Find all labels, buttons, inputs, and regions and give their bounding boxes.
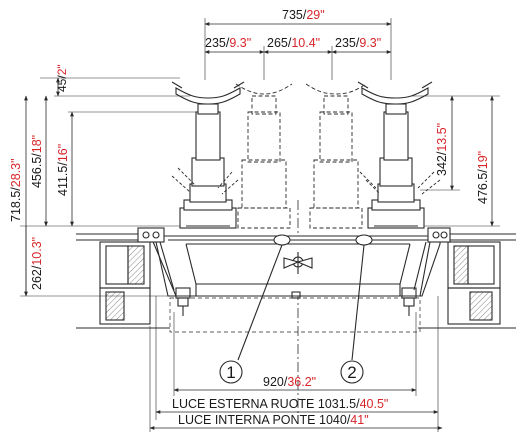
dimension-labels: 735/29" 235/9.3" 265/10.4" 235/9.3" 45/2… xyxy=(9,8,490,427)
callout-circle-1 xyxy=(219,360,243,384)
dim-label-735: 735/29" xyxy=(282,8,325,22)
dim-label-7185: 718.5/28.3" xyxy=(9,158,23,222)
callout-number-1: 1 xyxy=(226,363,235,382)
control-button-left xyxy=(273,234,291,246)
beam-body xyxy=(149,235,441,299)
dim-label-920: 920/36.2" xyxy=(263,375,316,389)
dim-label-ruote: LUCE ESTERNA RUOTE 1031.5/40.5" xyxy=(172,397,388,411)
callout-number-2: 2 xyxy=(347,363,356,382)
jack-right xyxy=(357,81,433,229)
runway-box-right xyxy=(447,241,501,325)
dim-label-4565: 456.5/18" xyxy=(30,135,44,188)
dim-label-235-right: 235/9.3" xyxy=(335,36,381,50)
lower-outline-dashed xyxy=(169,297,421,333)
ghost-jack-center-left xyxy=(235,83,293,229)
control-button-right xyxy=(355,234,373,246)
roller-left xyxy=(175,287,191,316)
dim-label-45: 45/2" xyxy=(55,64,69,92)
dim-label-265: 265/10.4" xyxy=(267,36,320,50)
ghost-arm-right xyxy=(359,171,441,195)
dim-label-235-left: 235/9.3" xyxy=(205,36,251,50)
callout-circle-2 xyxy=(340,360,364,384)
ghost-arm-left xyxy=(171,167,239,195)
dim-label-ponte: LUCE INTERNA PONTE 1040/41" xyxy=(178,413,369,427)
callout-leader-1 xyxy=(237,244,283,361)
dim-label-4115: 411.5/16" xyxy=(56,144,70,196)
dim-label-262: 262/10.3" xyxy=(30,237,44,290)
structure xyxy=(20,18,516,432)
ghost-jack-center-right xyxy=(305,83,367,229)
dim-label-4765: 476.5/19" xyxy=(476,151,490,204)
jack-left xyxy=(171,81,245,229)
center-knob xyxy=(283,252,313,274)
beam-end-right xyxy=(404,227,451,297)
dim-label-342: 342/13.5" xyxy=(435,123,449,176)
callout-leader-2 xyxy=(351,244,365,361)
runway-box-left xyxy=(99,241,151,325)
